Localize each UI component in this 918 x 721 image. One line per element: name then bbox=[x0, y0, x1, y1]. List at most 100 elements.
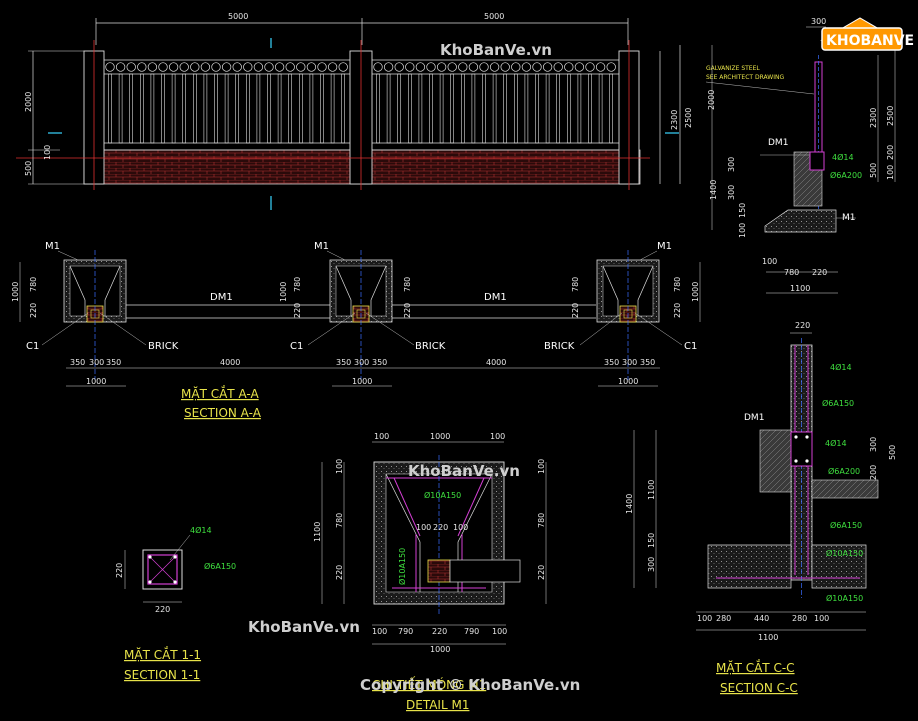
cc-w-100-b: 100 bbox=[814, 614, 829, 623]
sec11-rebar: 4Ø14 bbox=[190, 525, 212, 535]
plan-footing-right bbox=[596, 250, 660, 380]
watermark-middle: KhoBanVe.vn bbox=[408, 462, 520, 480]
m1-h-100-r: 100 bbox=[537, 459, 546, 474]
plan-brick-label-3: BRICK bbox=[544, 341, 575, 352]
title-section-cc-en: SECTION C-C bbox=[720, 681, 798, 695]
title-detail-m1-en: DETAIL M1 bbox=[406, 698, 469, 712]
cc-bar-2: Ø10A150 bbox=[826, 593, 863, 603]
cc-w-100: 100 bbox=[697, 614, 712, 623]
dim-h-2300: 2300 bbox=[670, 110, 679, 130]
cc-h-200: 200 bbox=[869, 465, 878, 480]
plan-dim-780-b: 780 bbox=[293, 277, 302, 292]
note-see-architect: SEE ARCHITECT DRAWING bbox=[706, 74, 784, 81]
plan-w-4000-2: 4000 bbox=[486, 358, 506, 367]
m1-rebar-top: Ø10A150 bbox=[424, 490, 461, 500]
side-dim-300: 300 bbox=[727, 157, 736, 172]
cc-w-220: 220 bbox=[795, 321, 810, 330]
side-dim-1400: 1400 bbox=[709, 180, 718, 200]
plan-dim-780-e: 780 bbox=[673, 277, 682, 292]
fence-elevation: 5000 5000 2000 100 500 2300 2500 bbox=[16, 12, 693, 210]
title-section-11-en: SECTION 1-1 bbox=[124, 668, 200, 682]
dim-span-left: 5000 bbox=[228, 12, 248, 21]
side-dim-100b: 100 bbox=[886, 165, 895, 180]
dim-h-500: 500 bbox=[24, 161, 33, 176]
plan-dim-1000-a: 1000 bbox=[11, 282, 20, 302]
cc-dm1-label: DM1 bbox=[744, 413, 764, 423]
m1-b-790-b: 790 bbox=[464, 627, 479, 636]
side-dim-500: 500 bbox=[869, 163, 878, 178]
dim-h-2500: 2500 bbox=[684, 108, 693, 128]
cc-soil bbox=[759, 429, 792, 493]
plan-w-350-1: 350 bbox=[70, 358, 85, 367]
cc-h-300: 300 bbox=[647, 557, 656, 572]
m1-b-100-a: 100 bbox=[372, 627, 387, 636]
side-w-220: 220 bbox=[812, 268, 827, 277]
plan-dim-220-a: 220 bbox=[29, 303, 38, 318]
side-footing bbox=[764, 209, 837, 233]
plan-dim-1000-b: 1000 bbox=[279, 282, 288, 302]
side-dim-2000: 2000 bbox=[707, 90, 716, 110]
plan-w-350-3: 350 bbox=[336, 358, 351, 367]
plan-dm1-left: DM1 bbox=[210, 292, 233, 303]
cc-w-440: 440 bbox=[754, 614, 769, 623]
dim-span-right: 5000 bbox=[484, 12, 504, 21]
watermark-bottom-left: KhoBanVe.vn bbox=[248, 618, 360, 636]
plan-dim-220-b: 220 bbox=[293, 303, 302, 318]
cc-bar-1: Ø10A150 bbox=[826, 548, 863, 558]
m1-h-220-r: 220 bbox=[537, 565, 546, 580]
side-stirrup: Ø6A200 bbox=[830, 170, 862, 180]
cc-h-300b: 300 bbox=[869, 437, 878, 452]
side-m1-label: M1 bbox=[842, 213, 856, 223]
m1-s-220: 220 bbox=[433, 523, 448, 532]
cc-tie-beam bbox=[790, 431, 813, 467]
m1-h-780: 780 bbox=[335, 513, 344, 528]
railing-panel-right bbox=[372, 59, 619, 151]
side-dim-2300: 2300 bbox=[869, 108, 878, 128]
cc-rebar-main: 4Ø14 bbox=[830, 362, 852, 372]
m1-h-220: 220 bbox=[335, 565, 344, 580]
plan-w-1000-1: 1000 bbox=[86, 377, 106, 386]
plan-w-300-2: 300 bbox=[354, 358, 369, 367]
plan-w-300-1: 300 bbox=[89, 358, 104, 367]
plan-dim-780-c: 780 bbox=[403, 277, 412, 292]
cc-stirrup-beam: Ø6A200 bbox=[828, 466, 860, 476]
sec11-h-220: 220 bbox=[115, 563, 124, 578]
m1-s-100a: 100 bbox=[416, 523, 431, 532]
plan-w-1000-2: 1000 bbox=[352, 377, 372, 386]
side-w-100: 100 bbox=[762, 257, 777, 266]
detail-m1: 100 1000 100 Ø10A150 Ø10A150 100 220 100… bbox=[313, 432, 547, 712]
m1-b-220: 220 bbox=[432, 627, 447, 636]
sec11-w-220: 220 bbox=[155, 605, 170, 614]
cc-h-1100: 1100 bbox=[647, 480, 656, 500]
plan-dim-220-d: 220 bbox=[571, 303, 580, 318]
section-1-1: 4Ø14 Ø6A150 220 220 MẶT CẮT 1-1 SECTION … bbox=[115, 525, 236, 682]
side-dim-150: 150 bbox=[738, 203, 747, 218]
plan-dim-220-e: 220 bbox=[673, 303, 682, 318]
plan-dm1-right: DM1 bbox=[484, 292, 507, 303]
side-dm1-label: DM1 bbox=[768, 138, 788, 148]
m1-b-1000: 1000 bbox=[430, 645, 450, 654]
side-w-1100: 1100 bbox=[790, 284, 810, 293]
plan-dim-780-a: 780 bbox=[29, 277, 38, 292]
side-rebar-main: 4Ø14 bbox=[832, 152, 854, 162]
side-dim-200: 200 bbox=[886, 145, 895, 160]
logo-text: KHOBANVE bbox=[826, 33, 914, 49]
cc-w-280-a: 280 bbox=[716, 614, 731, 623]
m1-w-1000-top: 1000 bbox=[430, 432, 450, 441]
side-dim-100: 100 bbox=[738, 223, 747, 238]
plan-m1-label-1: M1 bbox=[45, 241, 60, 252]
note-galvanize: GALVANIZE STEEL bbox=[706, 65, 760, 72]
m1-column-stub bbox=[427, 559, 451, 583]
dim-h-2000: 2000 bbox=[24, 92, 33, 112]
plan-w-300-3: 300 bbox=[622, 358, 637, 367]
side-dim-300: 300 bbox=[811, 17, 826, 26]
title-detail-m1-vn: CHI TIẾT MÓNG M1 bbox=[372, 676, 486, 692]
plan-dim-1000-c: 1000 bbox=[691, 282, 700, 302]
m1-h-780-r: 780 bbox=[537, 513, 546, 528]
plan-m1-label-2: M1 bbox=[314, 241, 329, 252]
plan-w-350-4: 350 bbox=[372, 358, 387, 367]
plan-footing-middle bbox=[329, 250, 393, 380]
plan-w-4000-1: 4000 bbox=[220, 358, 240, 367]
plan-dim-220-c: 220 bbox=[403, 303, 412, 318]
